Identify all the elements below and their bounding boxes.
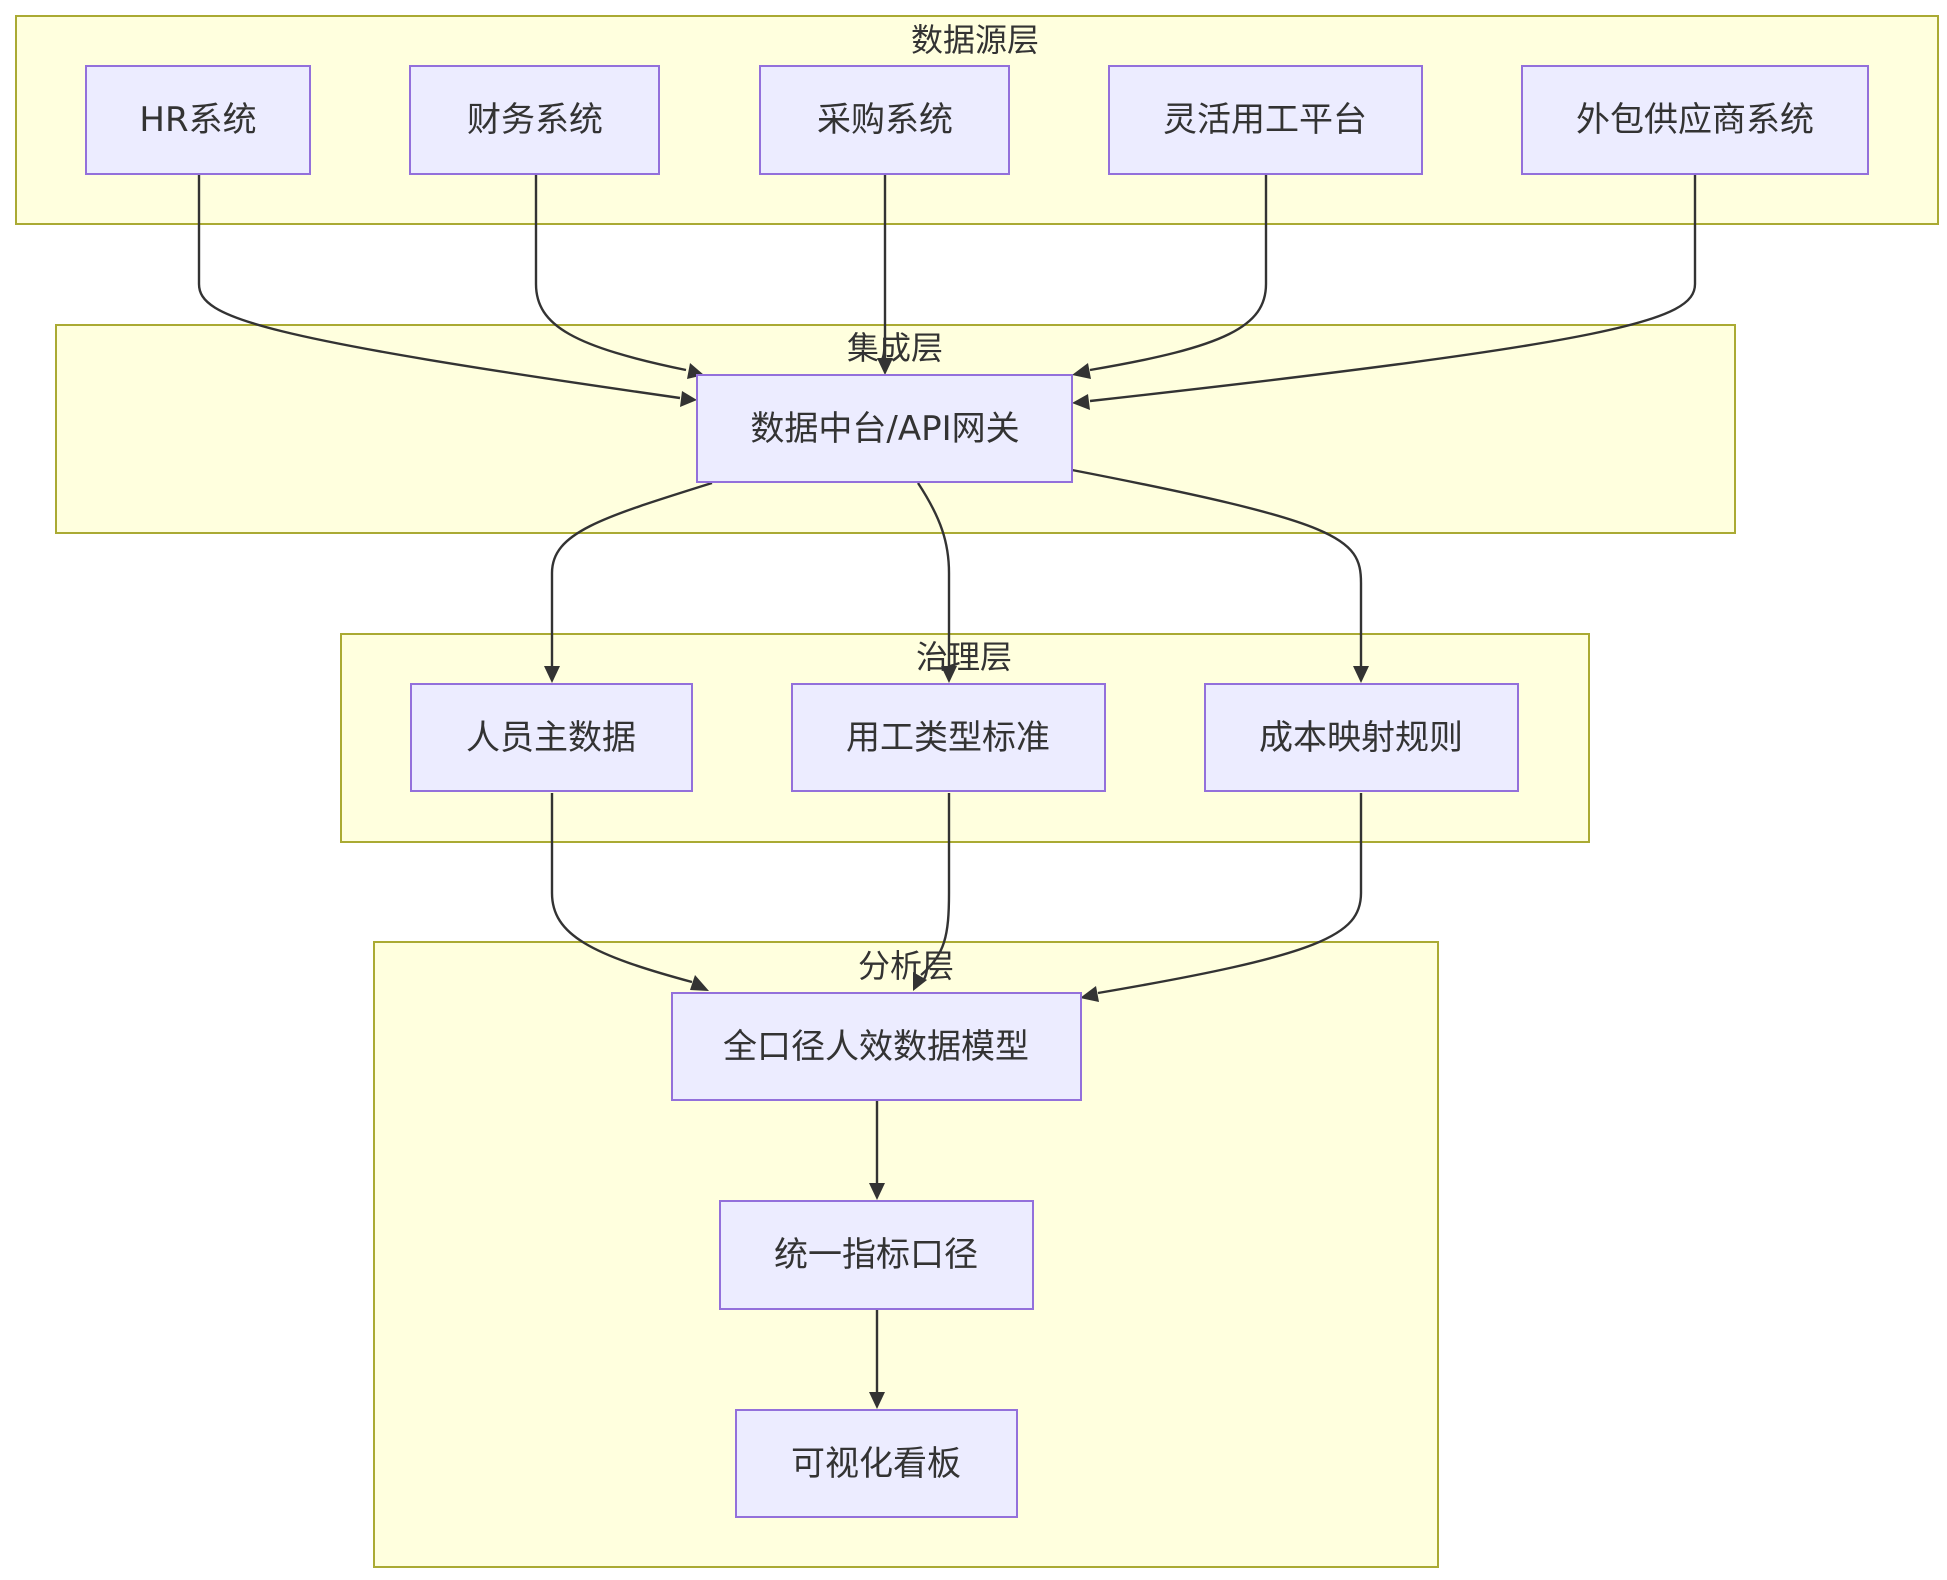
edge-hr-to-hub <box>197 175 681 400</box>
edge-master-to-model <box>550 793 693 984</box>
edge-costmap-to-model <box>1097 793 1363 995</box>
cluster-title: 治理层 <box>916 638 1012 676</box>
node-finance-system[interactable]: 财务系统 <box>409 65 660 175</box>
node-cost-mapping-rules[interactable]: 成本映射规则 <box>1204 683 1519 792</box>
cluster-title: 数据源层 <box>911 21 1039 59</box>
arrowhead <box>913 972 927 991</box>
arrowhead <box>680 391 697 407</box>
node-box <box>85 65 311 175</box>
node-employment-type-standard[interactable]: 用工类型标准 <box>791 683 1106 792</box>
edge-finance-to-hub <box>534 175 687 372</box>
arrowhead <box>869 1392 885 1409</box>
node-label: 可视化看板 <box>791 1444 961 1484</box>
edge-hub-to-master <box>550 481 713 666</box>
arrowhead <box>869 1183 885 1200</box>
arrowhead <box>1353 666 1369 683</box>
node-label: HR系统 <box>139 100 256 140</box>
arrowhead <box>1072 363 1091 379</box>
node-procurement-system[interactable]: 采购系统 <box>759 65 1010 175</box>
arrowhead <box>544 666 560 683</box>
arrowhead <box>1072 394 1090 410</box>
edges <box>197 175 1697 1409</box>
node-label: 人员主数据 <box>466 718 636 758</box>
arrowhead <box>941 666 957 683</box>
node-label: 统一指标口径 <box>774 1235 978 1275</box>
edge-outsource-to-hub <box>1089 175 1697 403</box>
node-box <box>696 374 1073 483</box>
node-box <box>410 683 693 792</box>
node-label: 数据中台/API网关 <box>750 409 1019 449</box>
node-label: 财务系统 <box>467 100 603 140</box>
cluster-title: 集成层 <box>847 329 943 367</box>
node-box <box>735 1409 1018 1518</box>
edge-hub-to-worktype <box>916 482 951 666</box>
edge-flex-to-hub <box>1089 175 1268 372</box>
node-outsourcing-supplier-system[interactable]: 外包供应商系统 <box>1521 65 1869 175</box>
node-unified-metric-scope[interactable]: 统一指标口径 <box>719 1200 1034 1310</box>
node-data-hub-api-gateway[interactable]: 数据中台/API网关 <box>696 374 1073 483</box>
node-label: 灵活用工平台 <box>1163 100 1367 140</box>
node-box <box>1521 65 1869 175</box>
node-full-scope-efficiency-model[interactable]: 全口径人效数据模型 <box>671 992 1082 1101</box>
node-label: 采购系统 <box>817 100 953 140</box>
arrowhead <box>877 358 893 375</box>
arrowhead <box>690 975 709 991</box>
node-box <box>671 992 1082 1101</box>
node-label: 外包供应商系统 <box>1576 100 1814 140</box>
node-hr-system[interactable]: HR系统 <box>85 65 311 175</box>
node-label: 全口径人效数据模型 <box>723 1027 1029 1067</box>
edge-worktype-to-model <box>920 793 951 976</box>
arrowhead <box>1080 986 1099 1002</box>
edge-hub-to-costmap <box>1071 468 1363 666</box>
node-label: 成本映射规则 <box>1259 718 1463 758</box>
node-box <box>759 65 1010 175</box>
node-box <box>1204 683 1519 792</box>
node-personnel-master-data[interactable]: 人员主数据 <box>410 683 693 792</box>
node-box <box>719 1200 1034 1310</box>
node-box <box>409 65 660 175</box>
node-box <box>1108 65 1423 175</box>
node-box <box>791 683 1106 792</box>
node-visual-dashboard[interactable]: 可视化看板 <box>735 1409 1018 1518</box>
node-flexible-employment-platform[interactable]: 灵活用工平台 <box>1108 65 1423 175</box>
node-label: 用工类型标准 <box>846 718 1050 758</box>
